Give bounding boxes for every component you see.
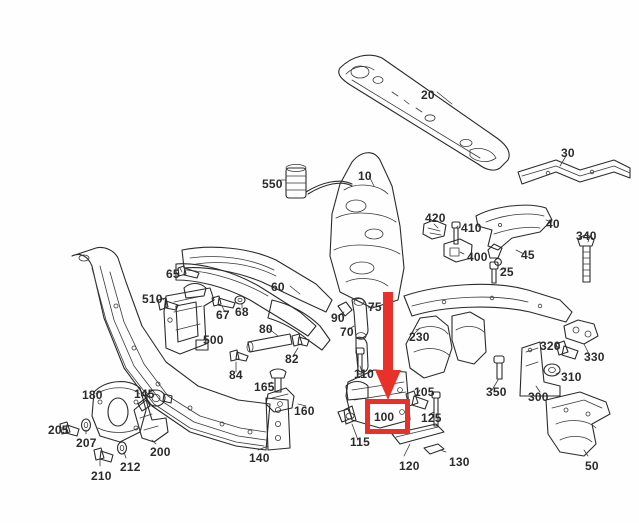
part-320-bolt (555, 340, 579, 360)
part-callout-165: 165 (254, 380, 275, 394)
part-500-center-bracket (163, 282, 215, 355)
part-callout-90: 90 (331, 311, 345, 325)
part-callout-20: 20 (421, 88, 435, 102)
part-300-bracket (519, 341, 561, 397)
highlight-box-100 (365, 399, 410, 434)
part-callout-212: 212 (120, 460, 141, 474)
part-110-bolt (355, 347, 365, 375)
part-callout-230: 230 (409, 330, 430, 344)
part-callout-420: 420 (425, 211, 446, 225)
part-callout-350: 350 (486, 385, 507, 399)
part-callout-510: 510 (142, 292, 163, 306)
part-115-clip (337, 408, 355, 423)
part-callout-105: 105 (414, 385, 435, 399)
part-callout-320: 320 (540, 339, 561, 353)
leader-lines (61, 91, 591, 467)
part-callout-160: 160 (294, 404, 315, 418)
part-140-bumper-beam (71, 246, 291, 451)
part-callout-340: 340 (576, 229, 597, 243)
part-callout-130: 130 (449, 455, 470, 469)
part-160-bracket (265, 387, 295, 413)
part-10-center-tower (305, 152, 405, 309)
part-callout-75: 75 (368, 300, 382, 314)
part-callout-25: 25 (500, 265, 514, 279)
part-callout-115: 115 (350, 435, 370, 449)
part-82-bolt (291, 333, 310, 347)
part-400-connector (443, 238, 473, 263)
part-510-fastener (157, 297, 179, 311)
part-60-left-upper-rail (175, 246, 333, 351)
part-callout-82: 82 (285, 352, 299, 366)
part-callout-45: 45 (521, 248, 535, 262)
part-30-side-rail (517, 159, 631, 185)
part-callout-70: 70 (340, 325, 354, 339)
part-84-bolt (229, 349, 249, 362)
part-50-lower-right-bracket (545, 391, 611, 457)
part-420-clip (422, 219, 447, 240)
highlight-box-label: 100 (374, 410, 395, 424)
part-callout-50: 50 (585, 459, 599, 473)
part-330-cluster (563, 319, 599, 345)
part-callout-210: 210 (91, 469, 112, 483)
part-callout-400: 400 (467, 250, 488, 264)
part-165-bolt (269, 368, 287, 393)
part-68-washer (234, 295, 246, 305)
part-callout-60: 60 (271, 280, 285, 294)
part-callout-310: 310 (561, 370, 582, 384)
part-130-clip (423, 443, 445, 455)
part-callout-65: 65 (166, 267, 180, 281)
part-callout-207: 207 (76, 436, 97, 450)
part-120-rail-piece (391, 423, 445, 445)
part-350-bolt (493, 355, 505, 380)
part-67-bolt (211, 295, 236, 309)
part-callout-205: 205 (48, 423, 69, 437)
part-callout-180: 180 (82, 388, 103, 402)
part-205-bolt (59, 421, 80, 437)
part-180-housing (91, 381, 147, 443)
part-550-bushing (285, 163, 307, 199)
part-70-link-rod (351, 297, 369, 373)
part-callout-140: 140 (249, 451, 270, 465)
part-80-strut-rod (246, 333, 293, 353)
part-210-bolt (93, 447, 114, 463)
part-callout-80: 80 (259, 322, 273, 336)
part-callout-10: 10 (358, 169, 372, 183)
part-callout-67: 67 (216, 308, 230, 322)
part-212-washer (116, 441, 128, 455)
part-callout-410: 410 (461, 221, 482, 235)
part-callout-330: 330 (584, 350, 605, 364)
part-230-lower-frame-arm (403, 283, 573, 379)
part-40-right-bracket (475, 204, 553, 251)
part-65-bolt (177, 265, 200, 279)
part-25-bolt (489, 261, 499, 284)
part-145-bushing (146, 389, 173, 407)
part-callout-300: 300 (528, 390, 549, 404)
part-callout-145: 145 (134, 387, 155, 401)
part-callout-550: 550 (262, 177, 283, 191)
part-callout-200: 200 (150, 445, 171, 459)
part-20-upper-cross-member (338, 54, 510, 171)
part-340-long-bolt (577, 234, 595, 283)
part-207-washer (80, 418, 92, 432)
part-callout-110: 110 (354, 367, 374, 381)
part-callout-500: 500 (203, 333, 224, 347)
part-callout-68: 68 (235, 305, 249, 319)
part-callout-125: 125 (421, 411, 442, 425)
part-callout-120: 120 (399, 459, 420, 473)
part-200-bracket (133, 397, 169, 443)
part-callout-30: 30 (561, 146, 575, 160)
part-callout-84: 84 (229, 368, 243, 382)
part-callout-40: 40 (546, 217, 560, 231)
part-310-nut (543, 363, 561, 377)
